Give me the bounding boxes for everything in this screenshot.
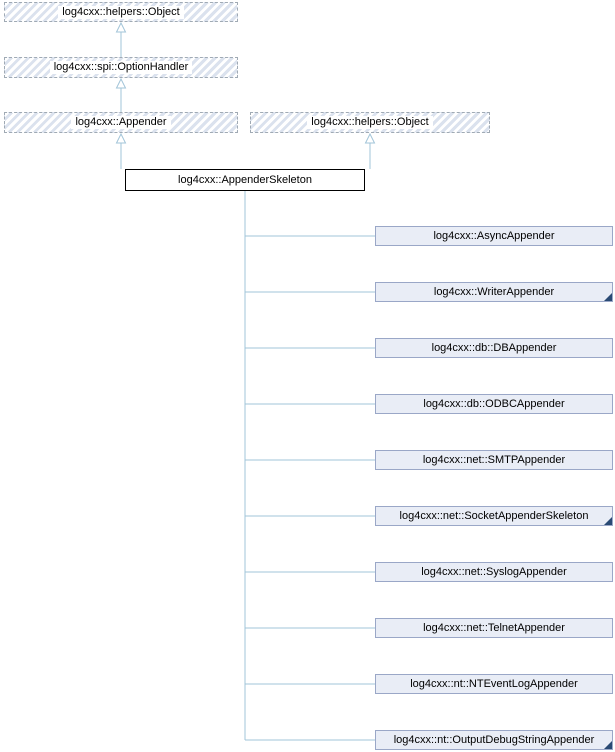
derived-class-outputdebugstringappender[interactable]: log4cxx::nt::OutputDebugStringAppender [375, 730, 613, 750]
class-label: log4cxx::net::SMTPAppender [422, 453, 566, 466]
main-class-appenderskeleton: log4cxx::AppenderSkeleton [125, 169, 365, 191]
class-label: log4cxx::helpers::Object [58, 5, 184, 19]
has-subclasses-marker-icon [604, 517, 612, 525]
has-subclasses-marker-icon [604, 293, 612, 301]
class-label: log4cxx::nt::NTEventLogAppender [410, 677, 578, 690]
class-label: log4cxx::Appender [71, 116, 171, 129]
derived-class-smtpappender[interactable]: log4cxx::net::SMTPAppender [375, 450, 613, 470]
class-label: log4cxx::helpers::Object [307, 116, 433, 129]
derived-class-odbcappender[interactable]: log4cxx::db::ODBCAppender [375, 394, 613, 414]
class-label: log4cxx::net::SyslogAppender [421, 565, 567, 578]
base-class-helpers-object-secondary[interactable]: log4cxx::helpers::Object [250, 112, 490, 133]
up-arrowhead-icon [115, 21, 127, 33]
base-class-appender[interactable]: log4cxx::Appender [4, 112, 238, 133]
class-label: log4cxx::spi::OptionHandler [49, 61, 193, 74]
class-label: log4cxx::AsyncAppender [433, 229, 555, 242]
class-label: log4cxx::net::TelnetAppender [423, 621, 565, 634]
has-subclasses-marker-icon [604, 741, 612, 749]
class-label: log4cxx::nt::OutputDebugStringAppender [393, 733, 595, 746]
derived-class-syslogappender[interactable]: log4cxx::net::SyslogAppender [375, 562, 613, 582]
derived-class-dbappender[interactable]: log4cxx::db::DBAppender [375, 338, 613, 358]
class-label: log4cxx::db::DBAppender [431, 341, 557, 354]
derived-class-socketappenderskeleton[interactable]: log4cxx::net::SocketAppenderSkeleton [375, 506, 613, 526]
derived-class-asyncappender[interactable]: log4cxx::AsyncAppender [375, 226, 613, 246]
class-label: log4cxx::WriterAppender [433, 285, 555, 298]
up-arrowhead-icon [115, 132, 127, 144]
derived-class-nteventlogappender[interactable]: log4cxx::nt::NTEventLogAppender [375, 674, 613, 694]
up-arrowhead-icon [364, 132, 376, 144]
up-arrowhead-icon [115, 77, 127, 89]
base-class-optionhandler[interactable]: log4cxx::spi::OptionHandler [4, 57, 238, 78]
derived-class-writerappender[interactable]: log4cxx::WriterAppender [375, 282, 613, 302]
derived-class-telnetappender[interactable]: log4cxx::net::TelnetAppender [375, 618, 613, 638]
class-label: log4cxx::AppenderSkeleton [178, 173, 312, 186]
base-class-helpers-object[interactable]: log4cxx::helpers::Object [4, 2, 238, 22]
class-label: log4cxx::net::SocketAppenderSkeleton [399, 509, 589, 522]
class-label: log4cxx::db::ODBCAppender [423, 397, 565, 410]
